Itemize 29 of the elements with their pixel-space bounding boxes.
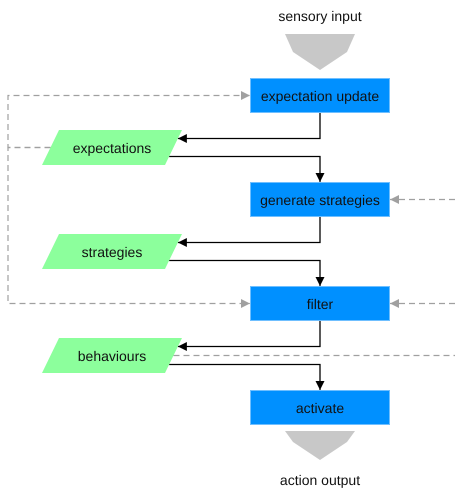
node-label: expectations [72, 140, 152, 156]
node-label: generate strategies [260, 192, 380, 208]
node-label: expectation update [260, 88, 380, 104]
process-box [250, 182, 390, 217]
flow-label: sensory input [278, 8, 362, 24]
arrow [169, 156, 324, 182]
arrow [178, 113, 321, 143]
process-box [250, 286, 390, 321]
arrow [178, 321, 321, 351]
arrow [178, 217, 321, 247]
dashed-arrow [7, 146, 250, 308]
flow-label: action output [280, 472, 360, 488]
data-parallelogram [42, 234, 182, 269]
dashed-arrow [7, 91, 250, 148]
node-label: filter [306, 296, 334, 312]
node-label: behaviours [78, 348, 146, 364]
process-box [250, 390, 390, 425]
flow-arrow [285, 431, 355, 460]
flow-arrow [285, 34, 355, 70]
arrow [169, 260, 324, 286]
node-label: strategies [82, 244, 142, 260]
data-parallelogram [42, 130, 182, 165]
dashed-line [174, 354, 455, 356]
node-label: activate [296, 400, 344, 416]
process-box [250, 78, 390, 113]
dashed-arrow [390, 195, 455, 204]
arrow [169, 364, 324, 390]
dashed-arrow [390, 299, 455, 308]
data-parallelogram [42, 338, 182, 373]
